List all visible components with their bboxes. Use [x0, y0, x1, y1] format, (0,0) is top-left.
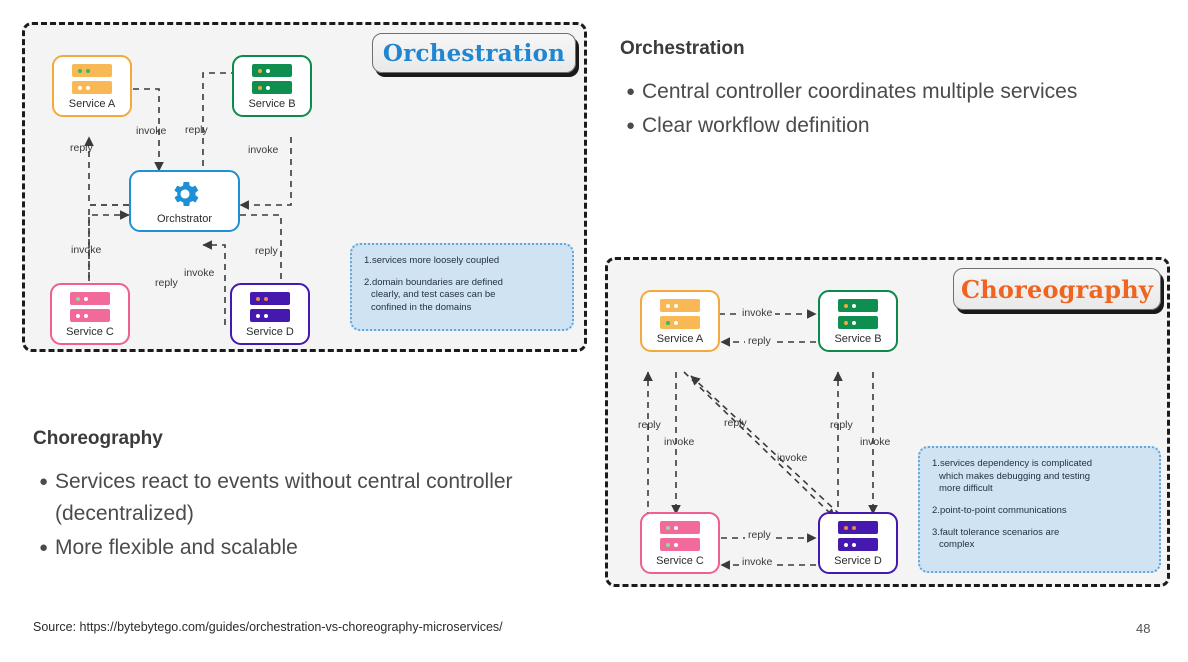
- edge-label-invoke-a-orch: invoke: [136, 125, 167, 137]
- bullet-item: ● More flexible and scalable: [33, 532, 573, 564]
- note-text: services more loosely coupled: [371, 255, 500, 266]
- note-number: 2.: [364, 276, 372, 288]
- server-icon: [838, 299, 878, 329]
- node-label: Service D: [246, 326, 294, 338]
- orchestration-note-box: 1.services more loosely coupled 2.domain…: [350, 243, 574, 331]
- note-text-cont: confined in the domains: [371, 301, 472, 313]
- choreography-text-block: Choreography ● Services react to events …: [33, 428, 573, 566]
- note-number: 2.: [932, 504, 940, 516]
- bullet-glyph: ●: [39, 473, 49, 490]
- edge-label-reply-c-a: reply: [638, 419, 661, 431]
- orchestration-heading: Orchestration: [620, 38, 745, 59]
- choreography-banner: Choreography: [953, 268, 1161, 310]
- orchestration-node-service-d[interactable]: Service D: [230, 283, 310, 345]
- choreography-node-service-b[interactable]: Service B: [818, 290, 898, 352]
- note-text: fault tolerance scenarios are: [939, 526, 1060, 538]
- node-label: Service A: [68, 98, 116, 110]
- bullet-glyph: ●: [626, 117, 636, 134]
- edge-label-reply-d-a: reply: [724, 417, 747, 429]
- orchestration-banner-title: Orchestration: [382, 39, 566, 67]
- choreography-note-box: 1.services dependency is complicated whi…: [918, 446, 1161, 573]
- edge-label-invoke-a-b: invoke: [739, 307, 776, 319]
- server-icon: [252, 64, 292, 94]
- note-number: 1.: [364, 255, 372, 266]
- source-note: Source: https://bytebytego.com/guides/or…: [33, 620, 503, 634]
- note-number: 3.: [932, 526, 940, 538]
- node-label: Service B: [248, 98, 296, 110]
- node-label: Service B: [834, 333, 882, 345]
- orchestrator-node[interactable]: Orchstrator: [129, 170, 240, 232]
- server-icon: [660, 299, 700, 329]
- server-icon: [660, 521, 700, 551]
- note-text-cont: which makes debugging and testing: [939, 470, 1091, 482]
- bullet-glyph: ●: [626, 83, 636, 100]
- choreography-node-service-d[interactable]: Service D: [818, 512, 898, 574]
- note-item: 2.domain boundaries are defined clearly,…: [364, 277, 560, 315]
- gear-icon: [173, 181, 198, 207]
- choreography-node-service-c[interactable]: Service C: [640, 512, 720, 574]
- note-text: domain boundaries are defined: [371, 276, 503, 288]
- edge-label-invoke-orch-c: invoke: [71, 244, 102, 256]
- node-label: Service A: [656, 333, 704, 345]
- note-text-cont: more difficult: [939, 483, 993, 495]
- orchestration-node-service-a[interactable]: Service A: [52, 55, 132, 117]
- orchestration-text-block: Orchestration ● Central controller coord…: [620, 38, 1140, 144]
- edge-label-invoke-d-c: invoke: [739, 556, 776, 568]
- node-label: Orchstrator: [156, 213, 212, 225]
- orchestration-node-service-c[interactable]: Service C: [50, 283, 130, 345]
- bullet-text: More flexible and scalable: [55, 536, 298, 559]
- note-item: 2.point-to-point communications: [932, 505, 1147, 518]
- edge-label-invoke-b-d: invoke: [860, 436, 891, 448]
- bullet-item: ● Central controller coordinates multipl…: [620, 76, 1140, 108]
- note-text: services dependency is complicated: [939, 458, 1093, 469]
- choreography-diagram-panel: Choreography Service A Service B Service…: [605, 257, 1170, 587]
- node-label: Service C: [66, 326, 114, 338]
- node-label: Service C: [656, 555, 704, 567]
- edge-label-reply-d-b: reply: [830, 419, 853, 431]
- bullet-text: Clear workflow definition: [642, 114, 870, 137]
- node-label: Service D: [834, 555, 882, 567]
- edge-label-reply-orch-d: reply: [255, 245, 278, 257]
- bullet-item: ● Clear workflow definition: [620, 110, 1140, 142]
- bullet-text: Central controller coordinates multiple …: [642, 80, 1078, 103]
- edge-label-invoke-a-d: invoke: [777, 452, 808, 464]
- edge-label-reply-c-orch: reply: [155, 277, 178, 289]
- bullet-text: Services react to events without central…: [55, 470, 513, 525]
- choreography-banner-title: Choreography: [960, 274, 1154, 304]
- choreography-node-service-a[interactable]: Service A: [640, 290, 720, 352]
- server-icon: [838, 521, 878, 551]
- note-item: 1.services more loosely coupled: [364, 255, 560, 268]
- choreography-heading: Choreography: [33, 428, 163, 449]
- edge-label-invoke-b-orch: invoke: [248, 144, 279, 156]
- edge-label-reply-orch-a: reply: [70, 142, 93, 154]
- bullet-glyph: ●: [39, 539, 49, 556]
- edge-label-invoke-d-orch: invoke: [184, 267, 215, 279]
- orchestration-diagram-panel: Orchestration Service A Service B Servic…: [22, 22, 587, 352]
- orchestration-banner: Orchestration: [372, 33, 576, 73]
- note-number: 1.: [932, 458, 940, 469]
- edge-label-invoke-a-c: invoke: [664, 436, 695, 448]
- page-number: 48: [1136, 621, 1151, 636]
- bullet-item: ● Services react to events without centr…: [33, 466, 573, 530]
- note-text: point-to-point communications: [939, 504, 1067, 516]
- server-icon: [250, 292, 290, 322]
- note-text-cont: clearly, and test cases can be: [371, 289, 496, 301]
- orchestration-node-service-b[interactable]: Service B: [232, 55, 312, 117]
- server-icon: [70, 292, 110, 322]
- server-icon: [72, 64, 112, 94]
- note-item: 1.services dependency is complicated whi…: [932, 458, 1147, 496]
- note-text-cont: complex: [939, 539, 975, 551]
- note-item: 3.fault tolerance scenarios are complex: [932, 527, 1147, 552]
- edge-label-reply-c-d: reply: [745, 529, 774, 541]
- edge-label-reply-b-a: reply: [745, 335, 774, 347]
- edge-label-reply-orch-b: reply: [185, 124, 208, 136]
